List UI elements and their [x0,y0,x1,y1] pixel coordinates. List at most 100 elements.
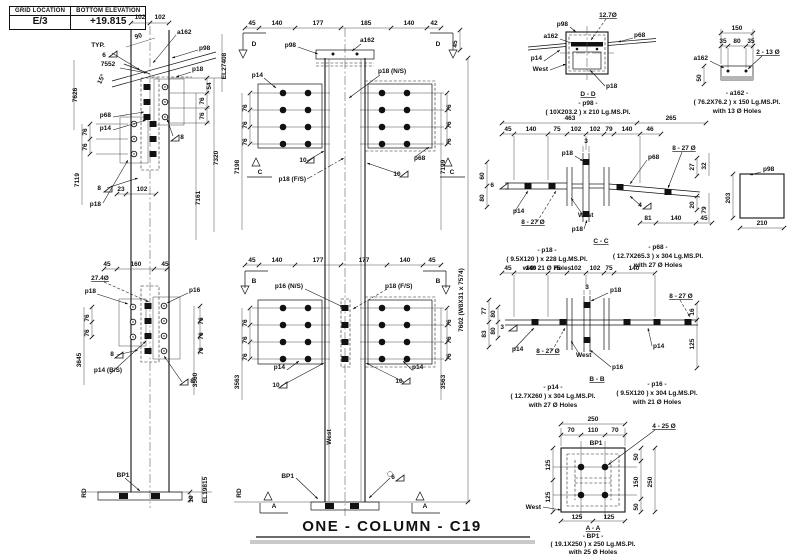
label-79: 79 [605,126,613,133]
label-150: 150 [732,25,743,32]
label-79: 79 [701,206,708,214]
label-3560: 3560 [192,372,199,387]
label-45: 45 [504,265,512,272]
label-3563: 3563 [234,374,241,389]
label-p18: p18 [572,226,584,233]
label-8: 8 [110,351,114,358]
label-8-27: 8 - 27 Ø [672,145,695,152]
label-10x203-2-x-210-lg-ms-pl: ( 10X203.2 ) x 210 Lg.MS.Pl. [546,109,631,116]
label-d: D [436,41,441,48]
label-7199: 7199 [440,159,447,174]
label-p14: - p14 - [543,384,562,391]
label-140: 140 [272,20,283,27]
label-p18: p18 [85,288,97,295]
label-p18: - p18 - [537,247,556,254]
label-p18: p18 [90,201,102,208]
label-8-27: 8 - 27 Ø [521,219,544,226]
label-d: D [252,41,257,48]
label-76: 76 [446,104,453,112]
label-90: 90 [134,32,143,41]
label-el19815: EL19815 [202,476,209,503]
label-19-1x250-x-250-lg-ms-pl: ( 19.1X250 ) x 250 Lg.MS.Pl. [551,541,636,548]
label-8: 8 [180,134,184,141]
label-140: 140 [272,257,283,264]
label-102: 102 [571,265,582,272]
label-p18-n-s: p18 (N/S) [378,68,406,75]
label-p14: p14 [653,343,665,350]
label-p16: p16 [612,364,624,371]
label-45: 45 [248,20,256,27]
label-83: 83 [481,330,488,338]
label-102: 102 [571,126,582,133]
label-80: 80 [733,38,741,45]
label-80: 80 [490,327,497,335]
label-102: 102 [135,14,146,21]
label-76: 76 [242,121,249,129]
label-45: 45 [103,261,111,268]
label-west: West [533,66,549,73]
label-p68: p68 [634,32,646,39]
label-45: 45 [452,40,459,48]
label-6: 6 [102,52,106,59]
label-a: A [423,503,428,510]
label-76: 76 [84,329,91,337]
label-80: 80 [479,194,486,202]
label-102: 102 [590,265,601,272]
label-el27408: EL27408 [221,52,228,79]
label-77: 77 [481,307,488,315]
label-typ: TYP. [91,42,105,49]
label-27-4: 27.4Ø [91,275,109,282]
label-p14: p14 [252,72,264,79]
label-76: 76 [242,353,249,361]
label-27: 27 [689,163,696,171]
label-75: 75 [605,265,613,272]
label-76-2x76-2-x-150-lg-ms-pl: ( 76.2X76.2 ) x 150 Lg.MS.Pl. [694,99,781,106]
label-a162: a162 [694,55,709,62]
label-d-d: D - D [580,91,595,98]
label-c: C [450,169,455,176]
label-70: 70 [611,427,619,434]
label-3: 3 [584,138,588,145]
label-76: 76 [446,336,453,344]
label-rd: RD [81,488,88,498]
label-160: 160 [131,261,142,268]
label-125: 125 [572,514,583,521]
label-p14: p14 [513,208,525,215]
label-p18-f-s: p18 (F/S) [279,176,306,183]
label-140: 140 [400,257,411,264]
label-80: 80 [490,310,497,318]
label-12-7x260-x-304-lg-ms-pl: ( 12.7X260 ) x 304 Lg.MS.Pl. [511,393,596,400]
label-12-7x265-3-x-304-lg-ms-pl: ( 12.7X265.3 ) x 304 Lg.MS.Pl. [613,253,704,260]
label-76: 76 [198,347,205,355]
label-177: 177 [313,20,324,27]
label-15: 15° [95,73,107,86]
label-12-7: 12.7Ø [599,12,617,19]
label-3: 3 [500,324,504,331]
label-p68: p68 [648,154,660,161]
label-76: 76 [242,319,249,327]
label-45: 45 [504,126,512,133]
label-7320: 7320 [213,150,220,165]
label-p14: p14 [531,55,543,62]
label-19: 19 [188,495,195,503]
label-76: 76 [446,121,453,129]
label-250: 250 [647,476,654,487]
label-110: 110 [588,427,599,434]
label-with-13-holes: with 13 Ø Holes [712,108,762,115]
label-76: 76 [84,314,91,322]
label-p16-n-s: p16 (N/S) [275,283,303,290]
label-75: 75 [553,126,561,133]
label-p14: p14 [100,125,112,132]
label-p14: p14 [274,364,286,371]
label-76: 76 [446,138,453,146]
label-b: B [436,278,441,285]
label-140: 140 [526,126,537,133]
label-50: 50 [696,74,703,82]
label-a162: a162 [360,37,375,44]
label-a-a: A - A [586,525,601,532]
label-b-b: B - B [589,376,604,383]
label-a162: - a162 - [726,90,748,97]
label-76: 76 [82,143,89,151]
